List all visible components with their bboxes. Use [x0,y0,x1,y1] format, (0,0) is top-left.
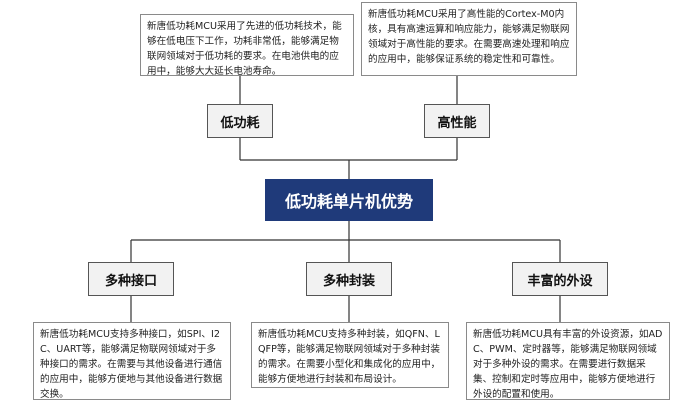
node-rich-peripherals: 丰富的外设 [512,262,608,296]
node-high-performance: 高性能 [424,104,490,138]
rich-peripherals-description: 新唐低功耗MCU具有丰富的外设资源，如ADC、PWM、定时器等，能够满足物联网领… [466,322,670,400]
low-power-description: 新唐低功耗MCU采用了先进的低功耗技术，能够在低电压下工作，功耗非常低，能够满足… [140,14,354,77]
node-multiple-packages: 多种封装 [306,262,392,296]
node-low-power: 低功耗 [207,104,273,138]
multiple-packages-description: 新唐低功耗MCU支持多种封装，如QFN、LQFP等，能够满足物联网领域对于多种封… [251,322,449,388]
node-multiple-interfaces: 多种接口 [88,262,174,296]
high-performance-description: 新唐低功耗MCU采用了高性能的Cortex-M0内核，具有高速运算和响应能力，能… [361,2,577,76]
multiple-interfaces-description: 新唐低功耗MCU支持多种接口，如SPI、I2C、UART等，能够满足物联网领域对… [33,322,231,400]
central-topic: 低功耗单片机优势 [265,179,433,221]
